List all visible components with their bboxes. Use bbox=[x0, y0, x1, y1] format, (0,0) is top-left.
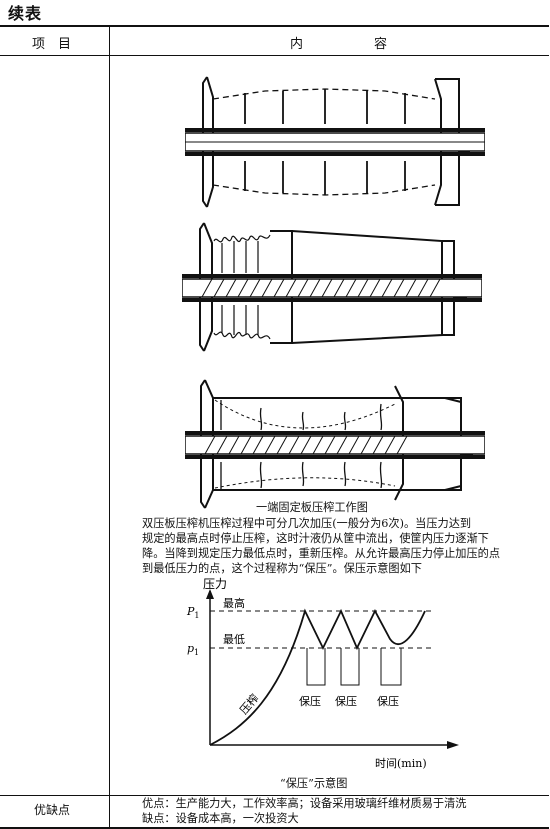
paragraph-line-2: 规定的最高点时停止压榨，这时汁液仍从筐中流出，使筐内压力逐渐下 bbox=[142, 532, 489, 545]
pressure-curve bbox=[209, 608, 426, 746]
footer-divider bbox=[0, 795, 549, 796]
min-symbol: p1 bbox=[187, 642, 199, 657]
x-axis-arrow bbox=[447, 741, 459, 749]
header-divider bbox=[0, 55, 549, 56]
press-diagram-2 bbox=[182, 222, 482, 352]
max-symbol: P1 bbox=[186, 605, 200, 620]
hold-label-1: 保压 bbox=[299, 694, 321, 708]
pressure-chart: 压力 P1 p1 最高 最低 保压 保压 保压 压榨 时间(min) bbox=[186, 577, 459, 770]
column-divider bbox=[109, 27, 110, 827]
press-diagram-1 bbox=[185, 76, 485, 208]
hold-label-2: 保压 bbox=[335, 694, 357, 708]
paragraph-line-1: 双压板压榨机压榨过程中可分几次加压(一般分为6次)。当压力达到 bbox=[142, 517, 472, 530]
footer-line-2: 缺点：设备成本高，一次投资大 bbox=[142, 812, 299, 825]
hold-label-3: 保压 bbox=[377, 694, 399, 708]
header-content-2: 容 bbox=[374, 37, 388, 52]
max-label: 最高 bbox=[223, 596, 245, 610]
paragraph-line-4: 到最低压力的点，这个过程称为“保压”。保压示意图如下 bbox=[142, 562, 422, 575]
y-axis-arrow bbox=[206, 589, 214, 599]
footer-label: 优缺点 bbox=[34, 803, 71, 817]
press-figure-caption: 一端固定板压榨工作图 bbox=[256, 501, 368, 514]
chart-caption: “保压”示意图 bbox=[280, 777, 348, 790]
content-table: 项 目 内 容 bbox=[0, 25, 549, 829]
curve-label: 压榨 bbox=[237, 691, 262, 717]
page-heading: 续表 bbox=[8, 4, 43, 23]
paragraph-line-3: 降。当降到规定压力最低点时，重新压榨。从允许最高压力停止加压的点 bbox=[142, 547, 501, 560]
min-label: 最低 bbox=[223, 633, 245, 646]
hold-brackets bbox=[306, 648, 402, 686]
chart-ylabel: 压力 bbox=[203, 577, 227, 591]
header-content-1: 内 bbox=[290, 37, 304, 52]
header-item: 项 目 bbox=[32, 37, 72, 52]
footer-line-1: 优点：生产能力大，工作效率高；设备采用玻璃纤维材质易于清洗 bbox=[142, 797, 467, 810]
chart-xlabel: 时间(min) bbox=[375, 757, 427, 770]
press-diagram-3 bbox=[185, 379, 485, 509]
